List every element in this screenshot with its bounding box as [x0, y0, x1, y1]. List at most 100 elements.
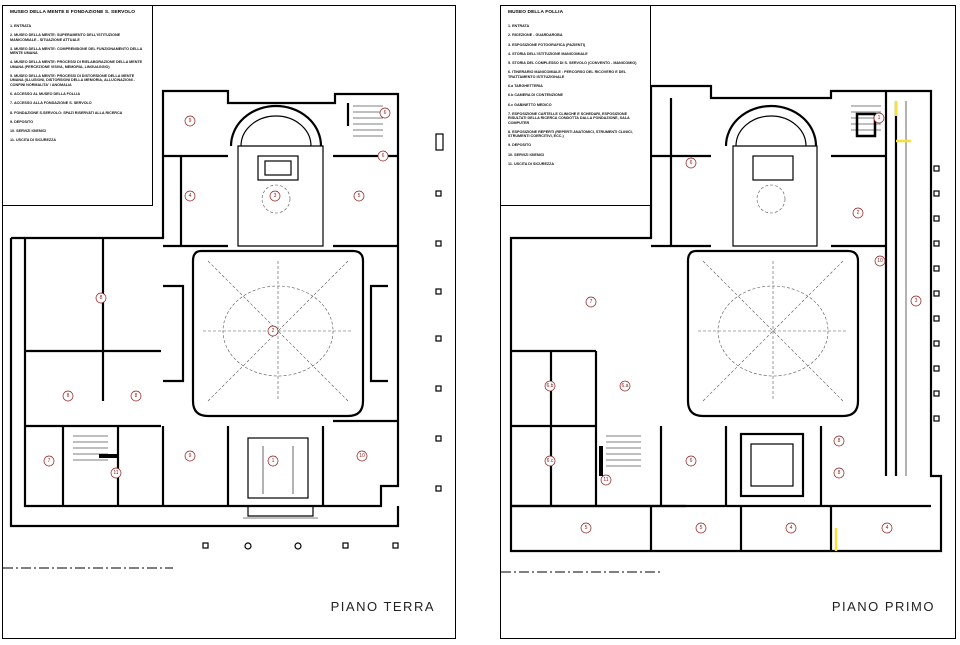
legend-item: 7. ESPOSIZIONE CARTELLE CLINICHE E SCHED…: [508, 111, 630, 125]
room-number-label: 6: [382, 153, 385, 159]
room-number-badge: 10: [874, 255, 886, 267]
room-number-label: 8: [838, 470, 841, 476]
room-number-badge: 8: [95, 292, 107, 304]
room-number-badge: 6.a: [619, 380, 631, 392]
legend-item: 2. MUSEO DELLA MENTE: SUPERAMENTO DELL'I…: [10, 33, 121, 42]
room-number-badge: 8: [833, 435, 845, 447]
legend-item: 10. SERVIZI IGIENICI: [508, 152, 545, 157]
legend-item: 10. SERVIZI IGIENICI: [10, 129, 47, 134]
room-number-label: 3: [274, 193, 277, 199]
room-number-badge: 5: [353, 190, 365, 202]
room-number-label: 3: [915, 298, 918, 304]
room-number-label: 11: [603, 477, 608, 483]
legend-list: 1. ENTRATA 2. MUSEO DELLA MENTE: SUPERAM…: [8, 24, 147, 143]
room-number-badge: 2: [852, 207, 864, 219]
room-number-label: 8: [67, 393, 70, 399]
room-number-label: 5: [700, 525, 703, 531]
legend-item: 3. MUSEO DELLA MENTE: COMPRENSIONE DEL F…: [10, 46, 143, 56]
room-number-label: 2: [272, 328, 275, 334]
legend-item: 1. ENTRATA: [10, 24, 32, 28]
room-number-label: 8: [838, 438, 841, 444]
room-number-label: 9: [189, 118, 192, 124]
room-number-badge: 2: [267, 325, 279, 337]
legend-item: 11. USCITA DI SICUREZZA: [10, 138, 57, 143]
room-number-label: 5: [585, 525, 588, 531]
room-number-badge: 6.b: [544, 380, 556, 392]
legend-piano-terra: MUSEO DELLA MENTE E FONDAZIONE S. SERVOL…: [3, 6, 153, 206]
room-number-badge: 6: [685, 455, 697, 467]
legend-item: 6. ITINERARIO MANICOMIALE : PERCORSO DEL…: [508, 70, 627, 79]
room-number-label: 7: [590, 299, 593, 305]
room-number-badge: 6: [685, 157, 697, 169]
room-number-badge: 1: [873, 112, 885, 124]
room-number-badge: 6: [379, 107, 391, 119]
room-number-label: 7: [48, 458, 51, 464]
room-number-label: 2: [857, 210, 860, 216]
room-number-label: 10: [359, 453, 365, 459]
room-number-badge: 5: [695, 522, 707, 534]
room-number-badge: 11: [110, 467, 122, 479]
room-number-badge: 4: [785, 522, 797, 534]
room-number-label: 8: [135, 393, 138, 399]
room-number-badge: 6: [377, 150, 389, 162]
floor-label-piano-terra: PIANO TERRA: [330, 599, 435, 614]
room-number-badge: 1: [267, 455, 279, 467]
corridor-windows: [933, 165, 940, 422]
legend-item: 6.c GABINETTO MEDICO: [508, 102, 552, 107]
legend-piano-primo: MUSEO DELLA FOLLIA 1. ENTRATA 2. RICEZIO…: [501, 6, 651, 206]
floor-plan-drawing-piano-primo: 1 6 2 10 3 7 6.b 6.a 6.c 6 11 8 8 5 5 4 4: [501, 84, 943, 573]
room-number-badge: 7: [43, 455, 55, 467]
room-number-label: 8: [100, 295, 103, 301]
room-number-badge: 6.c: [544, 455, 556, 467]
room-number-badge: 9: [184, 450, 196, 462]
room-number-label: 6.b: [547, 383, 554, 389]
legend-list: 1. ENTRATA 2. RICEZIONE - GUARDAROBA 3. …: [506, 24, 645, 166]
room-number-badge: 3: [269, 190, 281, 202]
legend-item: 2. RICEZIONE - GUARDAROBA: [508, 33, 563, 38]
room-number-badge: 10: [356, 450, 368, 462]
legend-item: 9. DEPOSITO: [508, 143, 532, 148]
room-number-badge: 9: [184, 115, 196, 127]
room-number-badge: 8: [130, 390, 142, 402]
room-number-label: 6: [384, 110, 387, 116]
room-number-label: 9: [189, 453, 192, 459]
legend-item: 1. ENTRATA: [508, 24, 530, 28]
room-number-label: 5: [358, 193, 361, 199]
legend-item: 4. MUSEO DELLA MENTE: PROCESSI DI RIELAB…: [10, 60, 143, 69]
room-number-badge: 8: [833, 467, 845, 479]
room-number-badge: 5: [580, 522, 592, 534]
legend-title: MUSEO DELLA FOLLIA: [508, 10, 564, 15]
room-number-badge: 4: [184, 190, 196, 202]
legend-item: 8. ESPOSIZIONE REPERTI (REPERTI ANATOMIC…: [508, 129, 633, 139]
room-number-label: 11: [113, 470, 118, 476]
legend-item: 6. ACCESSO AL MUSEO DELLA FOLLIA: [10, 91, 80, 96]
legend-item: 3. ESPOSIZIONE FOTOGRAFICA (PAZIENTI): [508, 42, 585, 47]
room-number-badge: 11: [600, 474, 612, 486]
room-number-label: 6.a: [622, 383, 629, 389]
room-number-label: 10: [877, 258, 883, 264]
legend-title: MUSEO DELLA MENTE E FONDAZIONE S. SERVOL…: [10, 10, 136, 15]
room-number-label: 1: [272, 458, 275, 464]
legend-item: 8. FONDAZIONE S.SERVOLO: SPAZI RISERVATI…: [10, 110, 123, 115]
room-number-label: 4: [189, 193, 192, 199]
legend-item: 6.a TARGHETTERIA: [508, 84, 543, 89]
room-number-label: 6.c: [547, 458, 554, 464]
legend-item: 5. STORIA DEL COMPLESSO DI S. SERVOLO (C…: [508, 61, 637, 66]
legend-item: 4. STORIA DELL'ISTITUZIONE MANICOMIALE: [508, 51, 588, 56]
floor-plan-sheet-piano-terra: 9 6 4 3 5 6 8 2 8 8 7 11 9 1 10 MUSEO DELLA MENTE E FO…: [2, 5, 456, 639]
room-number-badge: 8: [62, 390, 74, 402]
legend-item: 6.b CAMERA DI CONTENZIONE: [508, 93, 563, 98]
floor-plan-drawing-piano-terra: 9 6 4 3 5 6 8 2 8 8 7 11 9 1 10: [3, 89, 444, 569]
room-number-badge: 4: [881, 522, 893, 534]
legend-item: 7. ACCESSO ALLA FONDAZIONE S. SERVOLO: [10, 101, 92, 106]
room-number-label: 4: [790, 525, 793, 531]
room-number-label: 6: [690, 160, 693, 166]
room-number-badge: 7: [585, 296, 597, 308]
floor-label-piano-primo: PIANO PRIMO: [831, 599, 935, 614]
room-number-label: 4: [886, 525, 889, 531]
exterior-pillars: [202, 133, 444, 550]
room-number-label: 6: [690, 458, 693, 464]
legend-item: 9. DEPOSITO: [10, 119, 34, 124]
legend-item: 11. USCITA DI SICUREZZA: [508, 162, 555, 167]
floor-plan-sheet-piano-primo: 1 6 2 10 3 7 6.b 6.a 6.c 6 11 8 8 5 5 4 4 MUSEO DELLA FO…: [500, 5, 956, 639]
